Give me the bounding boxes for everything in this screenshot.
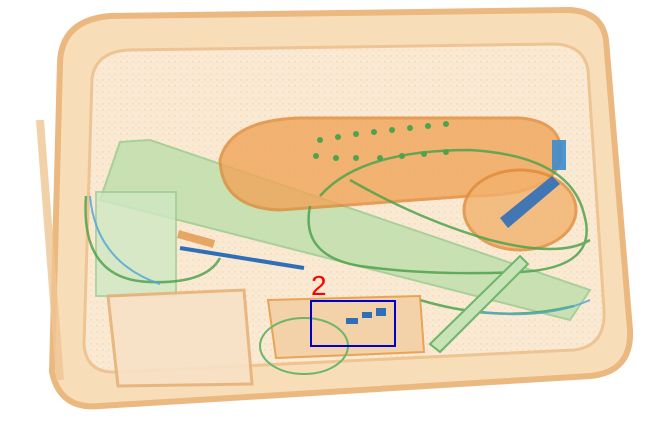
comb (428, 254, 530, 354)
metal-tool-left (179, 246, 305, 270)
grip-left (176, 230, 216, 248)
detection-box (310, 300, 396, 347)
box-lower-center (266, 294, 426, 360)
bin-rim-left (36, 119, 64, 381)
metal-shank-right (500, 176, 560, 228)
cable (84, 148, 591, 315)
metal-parts-in-box (346, 308, 386, 324)
metal-clip-right (552, 140, 566, 170)
detection-label: 2 (311, 270, 327, 301)
tray-insert-bottom-left (106, 288, 254, 388)
cable-blue (89, 195, 591, 316)
